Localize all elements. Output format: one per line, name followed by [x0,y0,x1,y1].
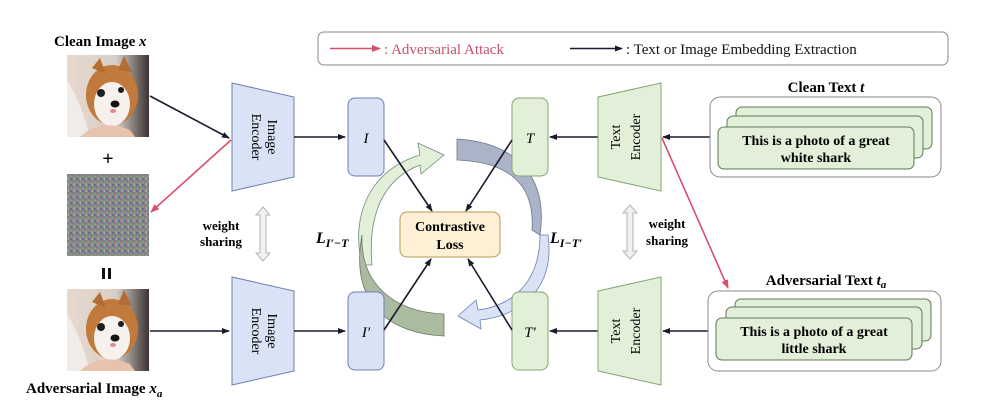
text-encoder-bottom: Text Encoder [597,276,662,386]
legend: : Adversarial Attack : Text or Image Emb… [317,31,949,66]
noise-perturbation-image [67,174,149,256]
contrastive-loss-box: Contrastive Loss [399,211,501,258]
Tprime-to-loss-arrow [467,258,513,331]
equals-sign [102,268,111,279]
svg-text:Image: Image [264,314,279,349]
clean-image-to-encoder-arrow [149,95,230,139]
svg-text:sharing: sharing [200,234,242,249]
loss-label-left: LI′−T [315,230,349,250]
embedding-I-prime: I′ [347,291,385,371]
loss-label-right: LI−T′ [549,230,582,250]
double-arrow-icon [254,206,272,262]
svg-text:T: T [526,131,536,147]
svg-text:weight: weight [649,216,687,231]
image-encoder-top: Image Encoder [231,82,295,192]
plus-sign: + [102,148,113,170]
clean-text-stack: This is a photo of a great white shark [709,96,942,178]
svg-text:Encoder: Encoder [248,114,263,161]
embedding-T-prime: T′ [511,291,549,371]
svg-text:Encoder: Encoder [629,113,644,160]
adversarial-text-title: Adversarial Text ta [766,273,887,291]
adversarial-text-card [715,317,913,361]
weight-sharing-left: weight sharing [200,206,272,262]
svg-text:I′: I′ [361,325,371,341]
legend-attack-label: : Adversarial Attack [384,42,504,58]
svg-text:This is a photo of a great: This is a photo of a great [742,134,890,149]
svg-text:little shark: little shark [782,342,847,357]
svg-text:This is a photo of a great: This is a photo of a great [740,325,888,340]
weight-sharing-right: weight sharing [621,204,688,260]
image-encoder-bottom: Image Encoder [231,276,295,386]
svg-text:sharing: sharing [646,233,688,248]
clean-text-title: Clean Text t [788,80,866,96]
I-to-loss-arrow [383,139,433,212]
image-attack-arrow [150,139,232,213]
svg-text:Encoder: Encoder [629,307,644,354]
adversarial-image [67,289,149,371]
curved-arrow-right-blue-up [457,234,550,330]
svg-text:Text: Text [609,319,624,344]
svg-text:Contrastive: Contrastive [415,220,485,235]
clean-image [67,55,149,137]
embedding-T: T [511,97,549,177]
clean-image-title: Clean Image x [54,34,147,50]
curved-arrow-left-green-up [358,142,445,266]
svg-text:Encoder: Encoder [248,308,263,355]
svg-text:weight: weight [203,218,241,233]
embedding-I: I [347,97,385,177]
svg-text:Loss: Loss [436,238,464,253]
clean-text-card [717,126,915,170]
legend-extract-label: : Text or Image Embedding Extraction [626,42,857,58]
adversarial-text-stack: This is a photo of a great little shark [707,290,942,372]
Iprime-to-loss-arrow [383,258,432,331]
text-encoder-top: Text Encoder [597,82,662,192]
T-to-loss-arrow [465,139,513,212]
adversarial-image-title: Adversarial Image xa [26,381,163,400]
double-arrow-icon [621,204,639,260]
svg-text:I: I [363,131,370,147]
svg-text:white shark: white shark [781,151,852,166]
svg-text:Image: Image [264,120,279,155]
svg-text:T′: T′ [524,325,536,341]
text-attack-arrow [661,137,729,289]
svg-text:Text: Text [609,125,624,150]
